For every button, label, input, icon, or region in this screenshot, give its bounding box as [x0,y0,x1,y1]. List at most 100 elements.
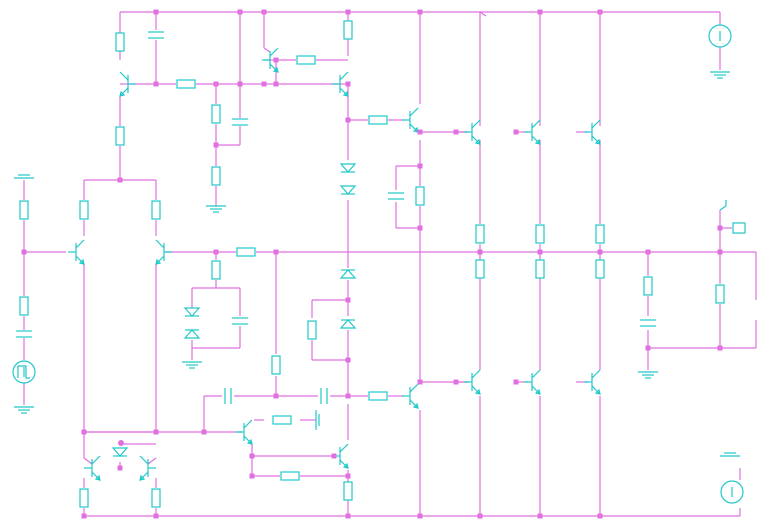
transistor [464,119,481,145]
component-stroke [531,119,541,129]
resistor [535,259,545,279]
component-stroke [409,123,419,133]
component-stroke [591,369,601,379]
junction-dot [717,225,723,231]
junction-dot [237,9,243,15]
resistor [307,320,317,340]
component-stroke [531,385,541,395]
diode-body [111,447,129,457]
component-stroke [719,205,727,211]
resistor-body [535,259,545,279]
transistor [332,71,349,97]
resistor-body [368,115,388,125]
junction-dot [153,81,159,87]
wire-75 [83,457,93,465]
resistor [79,200,89,220]
junction-dot [477,513,483,519]
junction-dot [273,393,279,399]
diode [339,269,357,279]
component-stroke [139,455,149,465]
resistor-body [271,355,281,375]
junction-dot [153,513,159,519]
resistor-body [151,488,161,508]
diode-body [339,269,357,279]
diode [339,163,357,173]
capacitor [232,317,248,325]
junction-layer [21,9,723,519]
resistor [280,471,300,481]
component-stroke [119,87,129,97]
junction-dot [717,249,723,255]
capacitor [232,118,248,126]
component-stroke [409,107,419,117]
emitter-arrow [342,90,349,97]
resistor-body [211,166,221,186]
component-stroke [91,455,101,465]
junction-dot [417,129,423,135]
junction-dot [417,9,423,15]
resistor-body [115,32,125,52]
component-stroke [409,399,419,409]
component-stroke [591,385,601,395]
emitter-arrow [155,258,162,265]
junction-dot [213,81,219,87]
component-stroke [591,119,601,129]
resistor-body [19,200,29,220]
resistor [271,355,281,375]
component-stroke [269,63,279,73]
junction-dot [345,357,351,363]
diode [111,447,129,457]
resistor-body [115,126,125,146]
wire-76 [147,457,157,465]
junction-dot [273,81,279,87]
junction-dot [597,249,603,255]
resistor [236,247,256,257]
output-terminal [719,200,727,211]
wire-135 [479,11,487,17]
resistor-body [595,259,605,279]
component-stroke [339,71,349,81]
transistor [402,383,419,409]
resistor [343,481,353,501]
junction-dot [537,513,543,519]
emitter-arrow [342,462,349,469]
wire-12 [263,47,271,53]
emitter-arrow [594,388,601,395]
junction-dot [201,429,207,435]
transistor [68,239,85,265]
component-layer [12,20,746,508]
junction-dot [597,513,603,519]
junction-dot [645,249,651,255]
junction-dot [81,429,87,435]
junction-dot [345,513,351,519]
junction-dot [537,249,543,255]
diode [183,307,201,317]
resistor [115,32,125,52]
marker-dot [118,440,124,446]
emitter-arrow [412,402,419,409]
junction-dot [117,465,123,471]
junction-dot [213,142,219,148]
emitter-arrow [119,90,126,97]
emitter-arrow [139,474,146,481]
resistor-body [535,224,545,244]
junction-dot [513,379,519,385]
resistor-body [280,471,300,481]
supply-symbol [14,174,34,179]
junction-dot [417,225,423,231]
ground-symbol [14,406,34,414]
resistor [343,20,353,40]
supply-symbol [720,452,740,457]
junction-dot [249,453,255,459]
emitter-arrow [594,138,601,145]
resistor [151,200,161,220]
transistor [139,455,156,481]
junction-dot [417,163,423,169]
resistor [643,276,653,296]
junction-dot [345,9,351,15]
capacitor [148,31,164,39]
emitter-arrow [534,138,541,145]
transistor [84,455,101,481]
emitter-arrow [78,258,85,265]
resistor [272,415,292,425]
